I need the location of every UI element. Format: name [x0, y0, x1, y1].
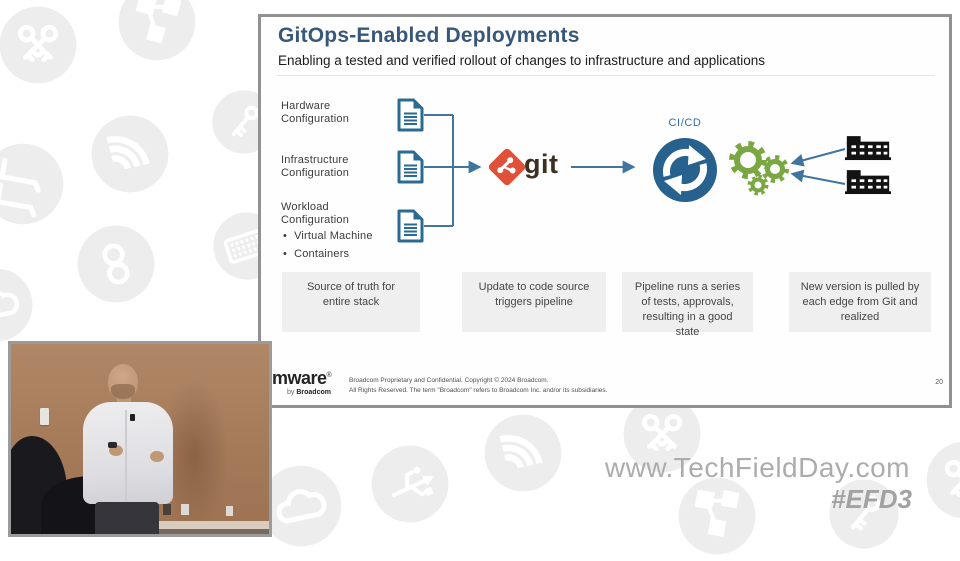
git-label: git	[524, 149, 559, 179]
presenter-pants	[95, 502, 159, 534]
cloud-icon	[0, 267, 34, 343]
bench-icon	[0, 142, 65, 226]
shirt-placket	[125, 410, 127, 502]
usb-icon	[370, 444, 450, 524]
callout-pipeline-runs: Pipeline runs a series of tests, approva…	[622, 272, 753, 338]
callout-source-of-truth: Source of truth for entire stack	[282, 272, 420, 332]
wifi-icon	[90, 114, 170, 194]
slide-title: GitOps-Enabled Deployments	[278, 24, 580, 47]
copyright-text: Broadcom Proprietary and Confidential. C…	[349, 377, 608, 394]
callout-new-version: New version is pulled by each edge from …	[789, 272, 931, 332]
callout-update-triggers: Update to code source triggers pipeline	[462, 272, 606, 332]
cicd-pipeline-icon	[653, 138, 717, 202]
wall-outlet	[163, 504, 171, 515]
watermark-hashtag: #EFD3	[831, 484, 912, 514]
cluster-icon	[76, 224, 156, 304]
title-divider	[277, 75, 935, 76]
bracket-connector	[424, 114, 482, 227]
document-icon	[397, 150, 424, 184]
light-switch	[40, 408, 49, 425]
crossed-keys-icon	[622, 394, 702, 474]
crossed-keys-icon	[925, 440, 960, 520]
workload-bullet-list: Virtual Machine Containers	[281, 228, 401, 263]
watermark-url: www.TechFieldDay.com	[604, 452, 910, 483]
video-frame: { "video": { "watermark_url": "www.TechF…	[0, 0, 960, 540]
workload-bullet: Containers	[281, 246, 401, 264]
presenter-hand	[109, 445, 123, 456]
cloud-icon	[259, 464, 343, 548]
webcam-panel	[8, 341, 272, 537]
presenter-clicker	[108, 442, 117, 448]
wall-outlet	[226, 506, 233, 516]
page-number: 20	[935, 379, 943, 386]
source-label-infrastructure: Infrastructure Configuration	[281, 154, 350, 180]
network-icon	[677, 476, 757, 556]
presenter-beard	[111, 384, 135, 399]
by-broadcom-label: by Broadcom	[287, 389, 331, 396]
crossed-keys-icon	[0, 5, 78, 85]
lapel-mic	[130, 414, 135, 421]
registered-mark: ®	[326, 372, 332, 379]
slide-panel: GitOps-Enabled Deployments Enabling a te…	[258, 14, 952, 408]
document-icon	[397, 98, 424, 132]
source-label-hardware: Hardware Configuration	[281, 100, 350, 126]
gears-icon	[729, 141, 789, 196]
vmware-logo: mware®	[272, 368, 332, 388]
workload-bullet: Virtual Machine	[281, 228, 401, 246]
edge-pull-arrows	[790, 148, 846, 185]
document-icon	[397, 209, 424, 243]
edge-site-icon	[845, 136, 891, 161]
presenter-hand	[150, 451, 164, 462]
cicd-label: CI/CD	[668, 117, 702, 129]
edge-site-icon	[845, 170, 891, 195]
network-icon	[117, 0, 197, 62]
key-icon	[828, 478, 900, 550]
slide-subtitle: Enabling a tested and verified rollout o…	[278, 53, 766, 68]
wall-outlet	[181, 504, 189, 515]
gitops-diagram	[397, 98, 891, 243]
wifi-icon	[483, 413, 563, 493]
source-label-workload: Workload Configuration	[281, 201, 350, 227]
presenter-neck	[117, 396, 131, 405]
git-icon	[488, 148, 526, 186]
